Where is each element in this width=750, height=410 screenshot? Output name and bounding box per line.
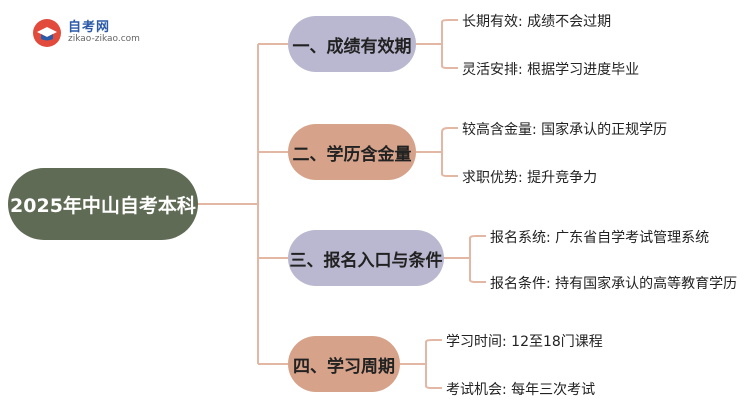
root-node: 2025年中山自考本科 bbox=[8, 168, 198, 240]
logo-url: zikao-zikao.com bbox=[68, 34, 140, 45]
graduation-cap-icon bbox=[33, 19, 61, 47]
branch-node-4: 四、学习周期 bbox=[288, 336, 400, 392]
leaf-connector-1 bbox=[416, 19, 458, 69]
leaf-connector-4 bbox=[400, 339, 442, 389]
logo-title: 自考网 bbox=[68, 19, 111, 35]
site-logo[interactable]: 自考网 zikao-zikao.com bbox=[32, 18, 140, 48]
leaf-4-2: 考试机会: 每年三次考试 bbox=[446, 382, 596, 398]
leaf-2-1: 较高含金量: 国家承认的正规学历 bbox=[462, 122, 668, 138]
leaf-3-2: 报名条件: 持有国家承认的高等教育学历 bbox=[490, 276, 738, 292]
leaf-connector-3 bbox=[444, 235, 486, 283]
leaf-connector-2 bbox=[416, 127, 458, 177]
leaf-4-1: 学习时间: 12至18门课程 bbox=[446, 334, 603, 350]
leaf-1-2: 灵活安排: 根据学习进度毕业 bbox=[462, 62, 640, 78]
leaf-3-1: 报名系统: 广东省自学考试管理系统 bbox=[490, 230, 710, 246]
branch-node-2: 二、学历含金量 bbox=[288, 124, 416, 180]
leaf-2-2: 求职优势: 提升竞争力 bbox=[462, 170, 598, 186]
leaf-1-1: 长期有效: 成绩不会过期 bbox=[462, 14, 612, 30]
branch-node-1: 一、成绩有效期 bbox=[288, 16, 416, 72]
branch-node-3: 三、报名入口与条件 bbox=[288, 230, 444, 286]
